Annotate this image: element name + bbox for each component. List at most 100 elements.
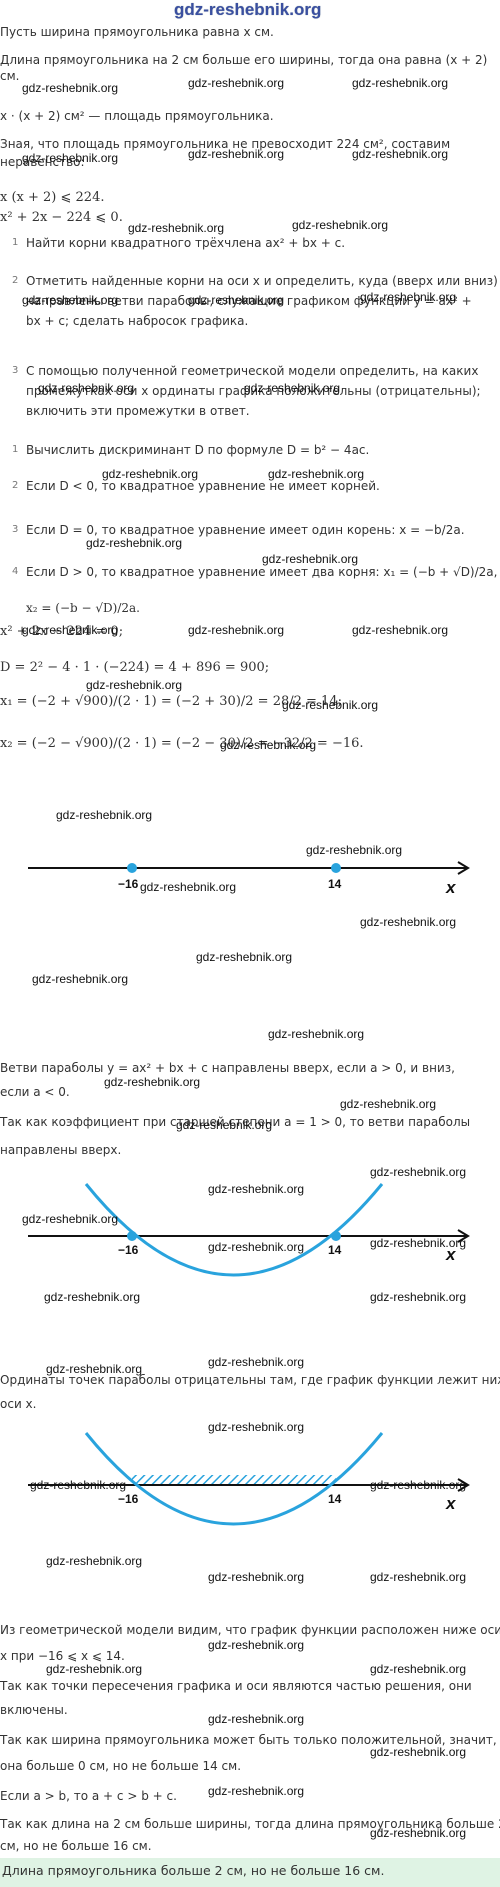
math-line: x (x + 2) ⩽ 224. bbox=[0, 190, 105, 205]
parabola-graph: −16 14 x bbox=[28, 1183, 470, 1277]
watermark: gdz-reshebnik.org bbox=[188, 623, 285, 637]
parabola-curve bbox=[84, 1432, 384, 1526]
watermark: gdz-reshebnik.org bbox=[370, 1662, 467, 1676]
watermark: gdz-reshebnik.org bbox=[22, 293, 119, 307]
watermark: gdz-reshebnik.org bbox=[268, 467, 365, 481]
math-line: x₂ = (−2 − √900)/(2 · 1) = (−2 − 30)/2 =… bbox=[0, 736, 364, 751]
text-line: Так как точки пересечения графика и оси … bbox=[0, 1679, 472, 1693]
math-line: x₁ = (−2 + √900)/(2 · 1) = (−2 + 30)/2 =… bbox=[0, 694, 342, 709]
watermark: gdz-reshebnik.org bbox=[128, 221, 225, 235]
step-text: Вычислить дискриминант D по формуле D = … bbox=[26, 443, 370, 457]
step-text: С помощью полученной геометрической моде… bbox=[26, 364, 479, 378]
watermark: gdz-reshebnik.org bbox=[370, 1290, 467, 1304]
step-number: 1 bbox=[12, 237, 19, 248]
watermark: gdz-reshebnik.org bbox=[140, 880, 237, 894]
axis-label: x bbox=[445, 878, 457, 897]
text-line: см, но не больше 16 см. bbox=[0, 1839, 152, 1853]
text-line: Так как ширина прямоугольника может быть… bbox=[0, 1733, 497, 1747]
text-line: см. bbox=[0, 69, 20, 83]
math-line: x² + 2x − 224 = 0; bbox=[0, 624, 124, 639]
watermark: gdz-reshebnik.org bbox=[208, 1240, 305, 1254]
root-label-2: 14 bbox=[328, 877, 342, 891]
text-line: Так как коэффициент при старшей степени … bbox=[0, 1115, 471, 1129]
root-label-1: −16 bbox=[118, 877, 139, 891]
watermark: gdz-reshebnik.org bbox=[244, 381, 341, 395]
watermark: gdz-reshebnik.org bbox=[292, 218, 389, 232]
watermark: gdz-reshebnik.org bbox=[46, 1554, 143, 1568]
watermark: gdz-reshebnik.org bbox=[370, 1745, 467, 1759]
watermark: gdz-reshebnik.org bbox=[86, 536, 183, 550]
math-line: x² + 2x − 224 ⩽ 0. bbox=[0, 210, 123, 225]
watermark: gdz-reshebnik.org bbox=[208, 1355, 305, 1369]
watermark: gdz-reshebnik.org bbox=[220, 738, 317, 752]
watermark: gdz-reshebnik.org bbox=[104, 1075, 201, 1089]
step-text: Найти корни квадратного трёхчлена ax² + … bbox=[26, 236, 346, 250]
watermark: gdz-reshebnik.org bbox=[56, 808, 153, 822]
watermark: gdz-reshebnik.org bbox=[22, 151, 119, 165]
watermark: gdz-reshebnik.org bbox=[370, 1165, 467, 1179]
watermark: gdz-reshebnik.org bbox=[352, 623, 449, 637]
text-line: она больше 0 см, но не больше 14 см. bbox=[0, 1759, 242, 1773]
text-line: Пусть ширина прямоугольника равна x см. bbox=[0, 25, 274, 39]
root-label-1: −16 bbox=[118, 1492, 139, 1506]
text-line: Ветви параболы y = ax² + bx + c направле… bbox=[0, 1061, 455, 1075]
watermark: gdz-reshebnik.org bbox=[208, 1784, 305, 1798]
text-line: x при −16 ⩽ x ⩽ 14. bbox=[0, 1649, 125, 1663]
step-number: 1 bbox=[12, 444, 19, 455]
text-line: Зная, что площадь прямоугольника не прев… bbox=[0, 137, 451, 151]
watermark: gdz-reshebnik.org bbox=[176, 1118, 273, 1132]
step-text: направлены ветви параболы, служащие граф… bbox=[26, 294, 472, 308]
step-text: bx + c; сделать набросок графика. bbox=[26, 314, 249, 328]
site-header-watermark: gdz-reshebnik.org bbox=[174, 0, 322, 19]
step-text: Если D = 0, то квадратное уравнение имее… bbox=[26, 523, 465, 537]
step-text: Если D > 0, то квадратное уравнение имее… bbox=[26, 565, 498, 579]
answer-text: Длина прямоугольника больше 2 см, но не … bbox=[2, 1863, 385, 1878]
watermark: gdz-reshebnik.org bbox=[208, 1182, 305, 1196]
step-number: 3 bbox=[12, 365, 19, 376]
axis-label: x bbox=[445, 1245, 457, 1264]
root-point-1 bbox=[127, 1231, 137, 1241]
watermark: gdz-reshebnik.org bbox=[38, 381, 135, 395]
text-line: Из геометрической модели видим, что граф… bbox=[0, 1623, 500, 1637]
watermark: gdz-reshebnik.org bbox=[188, 76, 285, 90]
step-number: 2 bbox=[12, 275, 19, 286]
watermark: gdz-reshebnik.org bbox=[30, 1478, 127, 1492]
text-line: включены. bbox=[0, 1703, 68, 1717]
step-text: Отметить найденные корни на оси x и опре… bbox=[26, 274, 498, 288]
text-line: Так как длина на 2 см больше ширины, тог… bbox=[0, 1817, 500, 1831]
root-label-2: 14 bbox=[328, 1243, 342, 1257]
text-line: неравенство: bbox=[0, 155, 85, 169]
root-label-1: −16 bbox=[118, 1243, 139, 1257]
watermark: gdz-reshebnik.org bbox=[340, 1097, 437, 1111]
watermark: gdz-reshebnik.org bbox=[352, 147, 449, 161]
step-number: 2 bbox=[12, 480, 19, 491]
watermark: gdz-reshebnik.org bbox=[208, 1638, 305, 1652]
watermark: gdz-reshebnik.org bbox=[208, 1570, 305, 1584]
watermark: gdz-reshebnik.org bbox=[32, 972, 129, 986]
math-line: D = 2² − 4 · 1 · (−224) = 4 + 896 = 900; bbox=[0, 660, 270, 675]
watermark: gdz-reshebnik.org bbox=[46, 1362, 143, 1376]
step-text: x₂ = (−b − √D)/2a. bbox=[26, 601, 140, 615]
root-point-2 bbox=[331, 1231, 341, 1241]
watermark: gdz-reshebnik.org bbox=[46, 1662, 143, 1676]
watermark: gdz-reshebnik.org bbox=[262, 552, 359, 566]
watermark: gdz-reshebnik.org bbox=[370, 1478, 467, 1492]
number-line-roots: −16 14 x bbox=[28, 861, 470, 897]
text-line: направлены вверх. bbox=[0, 1143, 122, 1157]
watermark: gdz-reshebnik.org bbox=[282, 698, 379, 712]
watermark: gdz-reshebnik.org bbox=[188, 147, 285, 161]
root-point-1 bbox=[127, 863, 137, 873]
watermark: gdz-reshebnik.org bbox=[208, 1712, 305, 1726]
text-line: Ординаты точек параболы отрицательны там… bbox=[0, 1373, 500, 1387]
watermark: gdz-reshebnik.org bbox=[44, 1290, 141, 1304]
text-line: оси x. bbox=[0, 1397, 37, 1411]
watermark: gdz-reshebnik.org bbox=[22, 81, 119, 95]
watermark: gdz-reshebnik.org bbox=[370, 1236, 467, 1250]
watermark: gdz-reshebnik.org bbox=[22, 623, 119, 637]
watermark: gdz-reshebnik.org bbox=[352, 76, 449, 90]
watermark: gdz-reshebnik.org bbox=[86, 678, 183, 692]
text-line: если a < 0. bbox=[0, 1085, 70, 1099]
step-text: включить эти промежутки в ответ. bbox=[26, 404, 250, 418]
watermark: gdz-reshebnik.org bbox=[22, 1212, 119, 1226]
axis-label: x bbox=[445, 1494, 457, 1513]
